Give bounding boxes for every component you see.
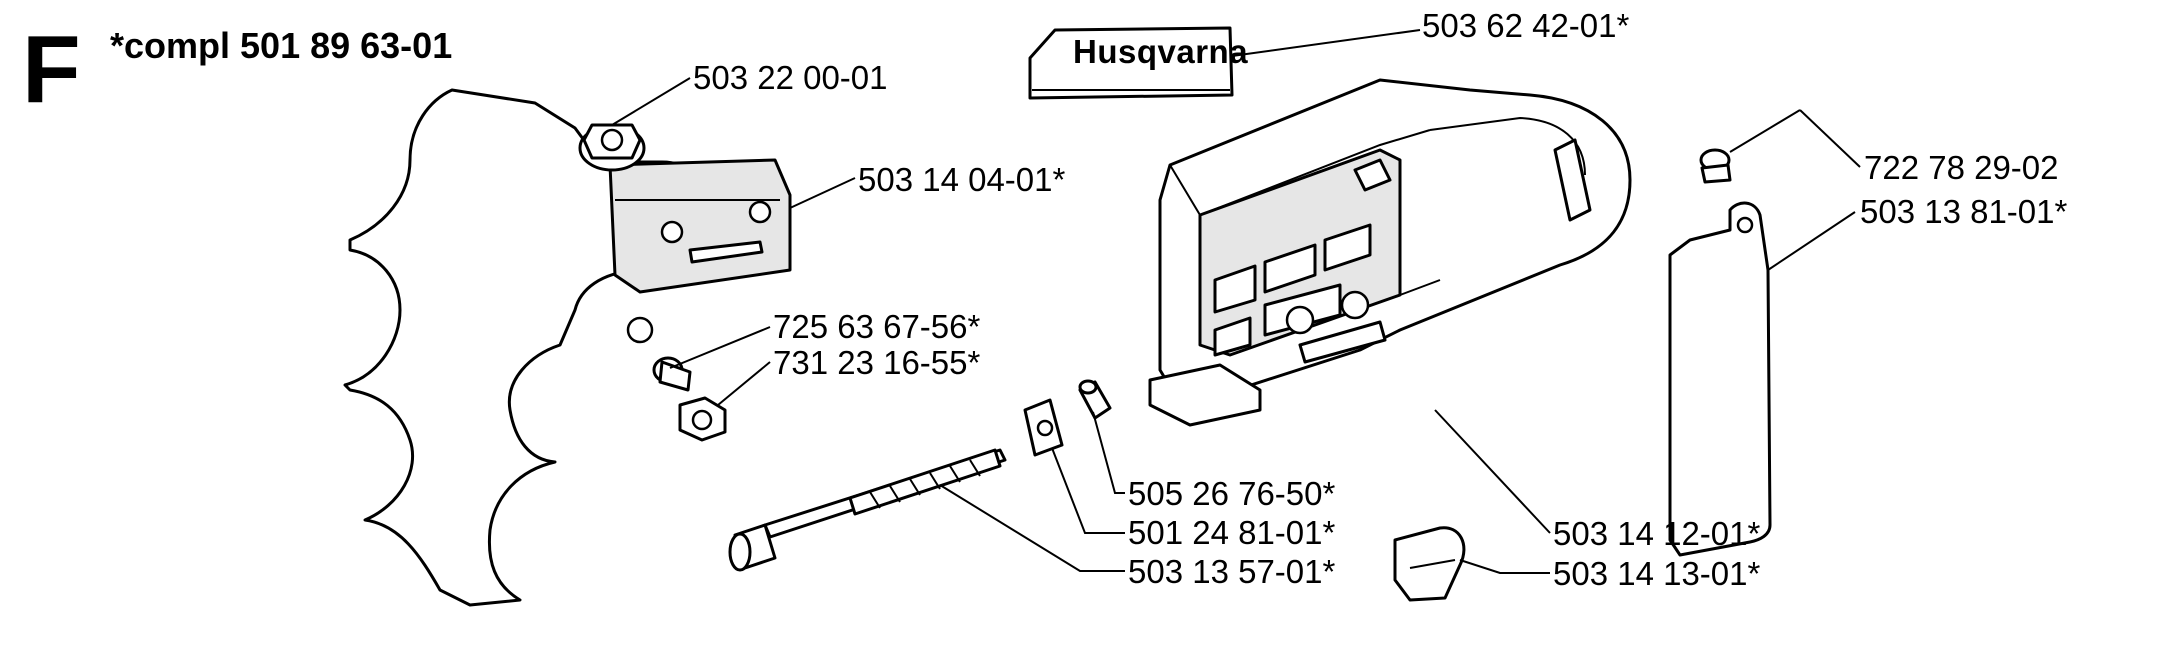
part-label-503-62-42: 503 62 42-01*: [1422, 7, 1630, 44]
section-letter: F: [22, 16, 81, 123]
bumper-spike-plate: [343, 88, 792, 607]
part-label-505-26-76: 505 26 76-50*: [1128, 475, 1336, 512]
small-screw: [652, 356, 692, 392]
wedge-block: [1393, 526, 1466, 602]
hex-nut: [678, 396, 727, 442]
tensioner-plate: [1023, 398, 1064, 457]
rivet: [1699, 109, 1801, 184]
brand-decal: [1028, 26, 1234, 100]
part-label-501-24-81: 501 24 81-01*: [1128, 514, 1336, 551]
tensioner-screw: [728, 448, 1007, 572]
guard-plate: [1668, 201, 1772, 557]
flange-nut-top: [578, 123, 646, 172]
part-label-503-14-13: 503 14 13-01*: [1553, 555, 1761, 592]
kit-label: *compl 501 89 63-01: [110, 25, 453, 66]
adjuster-pin: [1078, 379, 1112, 420]
part-label-722-78-29: 722 78 29-02: [1864, 149, 2059, 186]
part-label-503-14-04: 503 14 04-01*: [858, 161, 1066, 198]
part-label-731-23-16: 731 23 16-55*: [773, 344, 981, 381]
leader-lines: [611, 29, 1861, 574]
part-label-725-63-67: 725 63 67-56*: [773, 308, 981, 345]
brand-logo-text: Husqvarna: [1073, 33, 1249, 70]
part-label-503-13-57: 503 13 57-01*: [1128, 553, 1336, 590]
part-label-503-13-81: 503 13 81-01*: [1860, 193, 2068, 230]
chain-guard-cover: [1148, 78, 1632, 427]
part-label-503-14-12: 503 14 12-01*: [1553, 515, 1761, 552]
part-label-503-22-00: 503 22 00-01: [693, 59, 888, 96]
